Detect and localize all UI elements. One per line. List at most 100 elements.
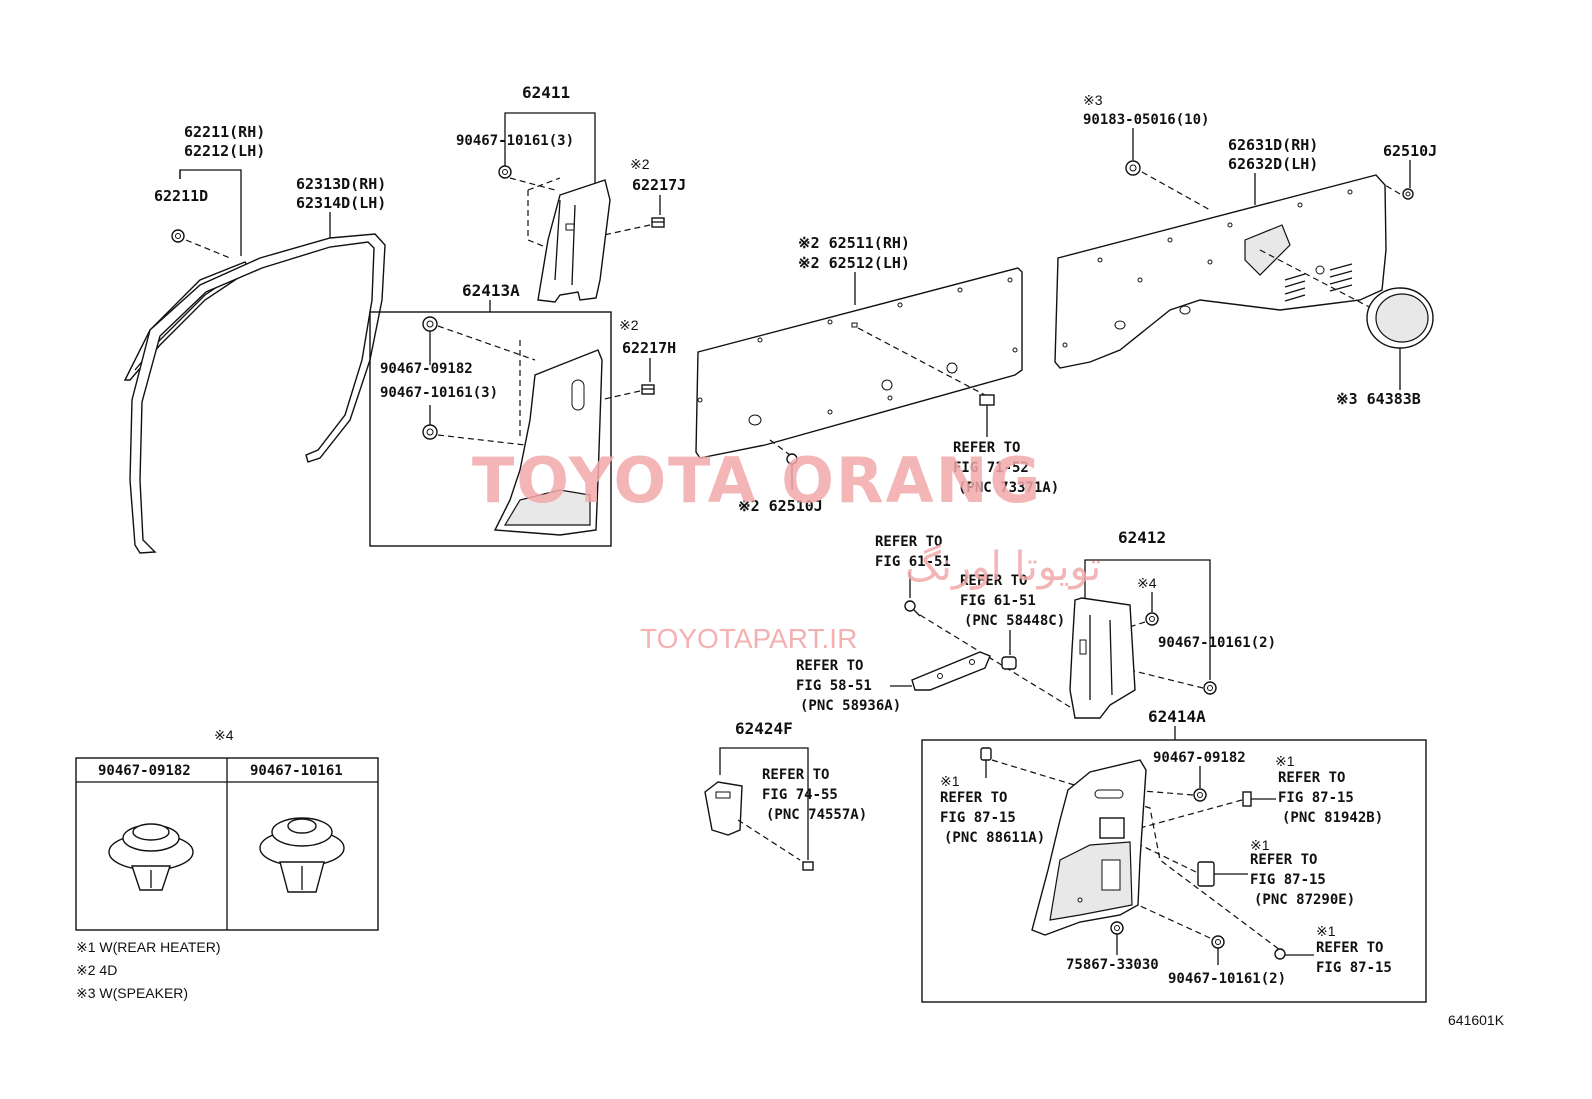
clip-90467-10161-2-a: [1203, 681, 1217, 695]
leader-62411: [504, 112, 596, 190]
refer-61b-line3: (PNC 58448C): [964, 613, 1065, 629]
quarter-panel-62511: [695, 267, 1023, 459]
part-81942b: [1242, 791, 1252, 807]
bracket-hole-2: [969, 659, 975, 665]
rear-panel-vents: [1284, 263, 1353, 302]
note-1: ※1 W(REAR HEATER): [76, 939, 220, 955]
label-62632d: 62632D(LH): [1228, 155, 1318, 173]
quarter-panel-holes: [697, 277, 1018, 426]
label-64383b: ※3 64383B: [1336, 390, 1421, 408]
refer-87d-line2: FIG 87-15: [1316, 960, 1392, 976]
dash-box-bottom: [437, 434, 526, 446]
b-pillar-upper-ribs: [554, 199, 576, 286]
label-62414a: 62414A: [1148, 707, 1206, 726]
bracket-62424f: [704, 781, 743, 836]
weatherstrip-62313d: [129, 233, 386, 554]
dash-90467-10161-2-b: [1137, 904, 1211, 939]
label-62631d: 62631D(RH): [1228, 136, 1318, 154]
rear-panel-holes: [1062, 189, 1353, 348]
footnotes: ※1 W(REAR HEATER) ※2 4D ※3 W(SPEAKER): [76, 939, 220, 1001]
clip-90183: [1125, 160, 1141, 176]
dash-62510j-top: [1384, 184, 1401, 195]
mark-1-a: ※1: [940, 773, 960, 789]
refer-61a-line1: REFER TO: [875, 534, 942, 550]
bolt-87d: [1274, 948, 1314, 960]
refer-87c-line2: FIG 87-15: [1250, 872, 1326, 888]
bolt-62217j: [651, 217, 665, 228]
refer-87b-line1: REFER TO: [1278, 770, 1345, 786]
clip-90467-10161-2-b: [1211, 935, 1225, 949]
rear-panel-speaker-cutout: [1244, 224, 1291, 276]
refer-87a-line1: REFER TO: [940, 790, 1007, 806]
note-2: ※2 4D: [76, 962, 117, 978]
dash-62411-a: [527, 190, 549, 249]
mark-1-d: ※1: [1316, 923, 1336, 939]
leader-62424f: [719, 747, 809, 860]
dash-90467-top: [509, 177, 556, 191]
leader-62211: [179, 169, 242, 256]
mark-2-a: ※2: [630, 156, 650, 172]
label-62412: 62412: [1118, 528, 1166, 547]
note-3: ※3 W(SPEAKER): [76, 985, 188, 1001]
watermark: TOYOTA ORANG تویوتا اورنگ TOYOTAPART.IR: [472, 444, 1101, 654]
refer-87b-line3: (PNC 81942B): [1282, 810, 1383, 826]
refer-74-line1: REFER TO: [762, 767, 829, 783]
c-pillar-upper-slot: [1079, 639, 1087, 655]
bracket-hole-1: [937, 673, 943, 679]
dash-90183: [1141, 171, 1211, 211]
dash-61a: [919, 614, 1076, 711]
c-pillar-upper-group: 62412 ※4 90467-10161(2): [1069, 528, 1276, 719]
mark-4-table: ※4: [214, 727, 234, 743]
b-pillar-upper-group: 62411 90467-10161(3) ※2 62217J: [456, 83, 686, 303]
refer-58-line1: REFER TO: [796, 658, 863, 674]
c-pillar-lower-vent: [1099, 817, 1125, 839]
watermark-brand: TOYOTA ORANG: [472, 444, 1042, 517]
dash-62411-b: [527, 177, 561, 191]
label-62413a: 62413A: [462, 281, 520, 300]
clip-73371a: [979, 394, 995, 437]
bushing-58448c: [1001, 656, 1017, 670]
bracket-62424f-group: 62424F REFER TO FIG 74-55 (PNC 74557A): [704, 719, 867, 871]
refer-74-line3: (PNC 74557A): [766, 807, 867, 823]
refer-87c-line1: REFER TO: [1250, 852, 1317, 868]
speaker-grille-64383b: [1366, 287, 1434, 349]
dash-62424f: [737, 819, 801, 861]
label-62411: 62411: [522, 83, 570, 102]
dash-62510j-low: [769, 439, 791, 456]
b-pillar-upper-slot: [565, 223, 575, 231]
bracket-58936a: [911, 651, 991, 691]
clip-88611a: [980, 747, 992, 778]
bracket-62424f-slot: [715, 791, 731, 799]
watermark-url: TOYOTAPART.IR: [640, 623, 857, 654]
b-pillar-lower-slot: [571, 379, 585, 411]
label-90467-10161-2-b: 90467-10161(2): [1168, 971, 1286, 987]
middle-refs-group: REFER TO FIG 61-51 REFER TO FIG 61-51 (P…: [796, 534, 1076, 714]
dash-box-top: [437, 325, 536, 361]
b-pillar-lower-base: [503, 489, 591, 526]
label-90467-10161-3-top: 90467-10161(3): [456, 133, 574, 149]
dash-88611a: [991, 759, 1281, 951]
c-pillar-lower-slot: [1094, 789, 1124, 799]
bolt-62217h: [641, 384, 655, 395]
clip-illustration-09182: [108, 823, 194, 891]
mark-4-a: ※4: [1137, 575, 1157, 591]
label-62424f: 62424F: [735, 719, 793, 738]
a-pillar-group: 62211(RH) 62212(LH) 62211D 62313D(RH) 62…: [123, 123, 386, 554]
clip-table-col1: 90467-09182: [98, 763, 191, 779]
label-62510j-low: ※2 62510J: [738, 497, 823, 515]
quarter-panel-group: ※2 62511(RH) ※2 62512(LH) REFER TO FIG 7…: [695, 234, 1059, 515]
refer-87a-line2: FIG 87-15: [940, 810, 1016, 826]
clip-62211d: [171, 229, 185, 243]
refer-87a-line3: (PNC 88611A): [944, 830, 1045, 846]
label-62217h: 62217H: [622, 339, 676, 357]
dash-62211d: [185, 239, 231, 259]
refer-74-line2: FIG 74-55: [762, 787, 838, 803]
dash-speaker: [1259, 249, 1376, 311]
c-pillar-lower-box: [1101, 859, 1121, 891]
clip-table: ※4 90467-09182 90467-10161: [75, 727, 379, 931]
refer-71-line3: (PNC 73371A): [958, 480, 1059, 496]
box-62414a: [921, 739, 1427, 1003]
mark-2-b: ※2: [619, 317, 639, 333]
bolt-62510j-low: [786, 453, 798, 490]
